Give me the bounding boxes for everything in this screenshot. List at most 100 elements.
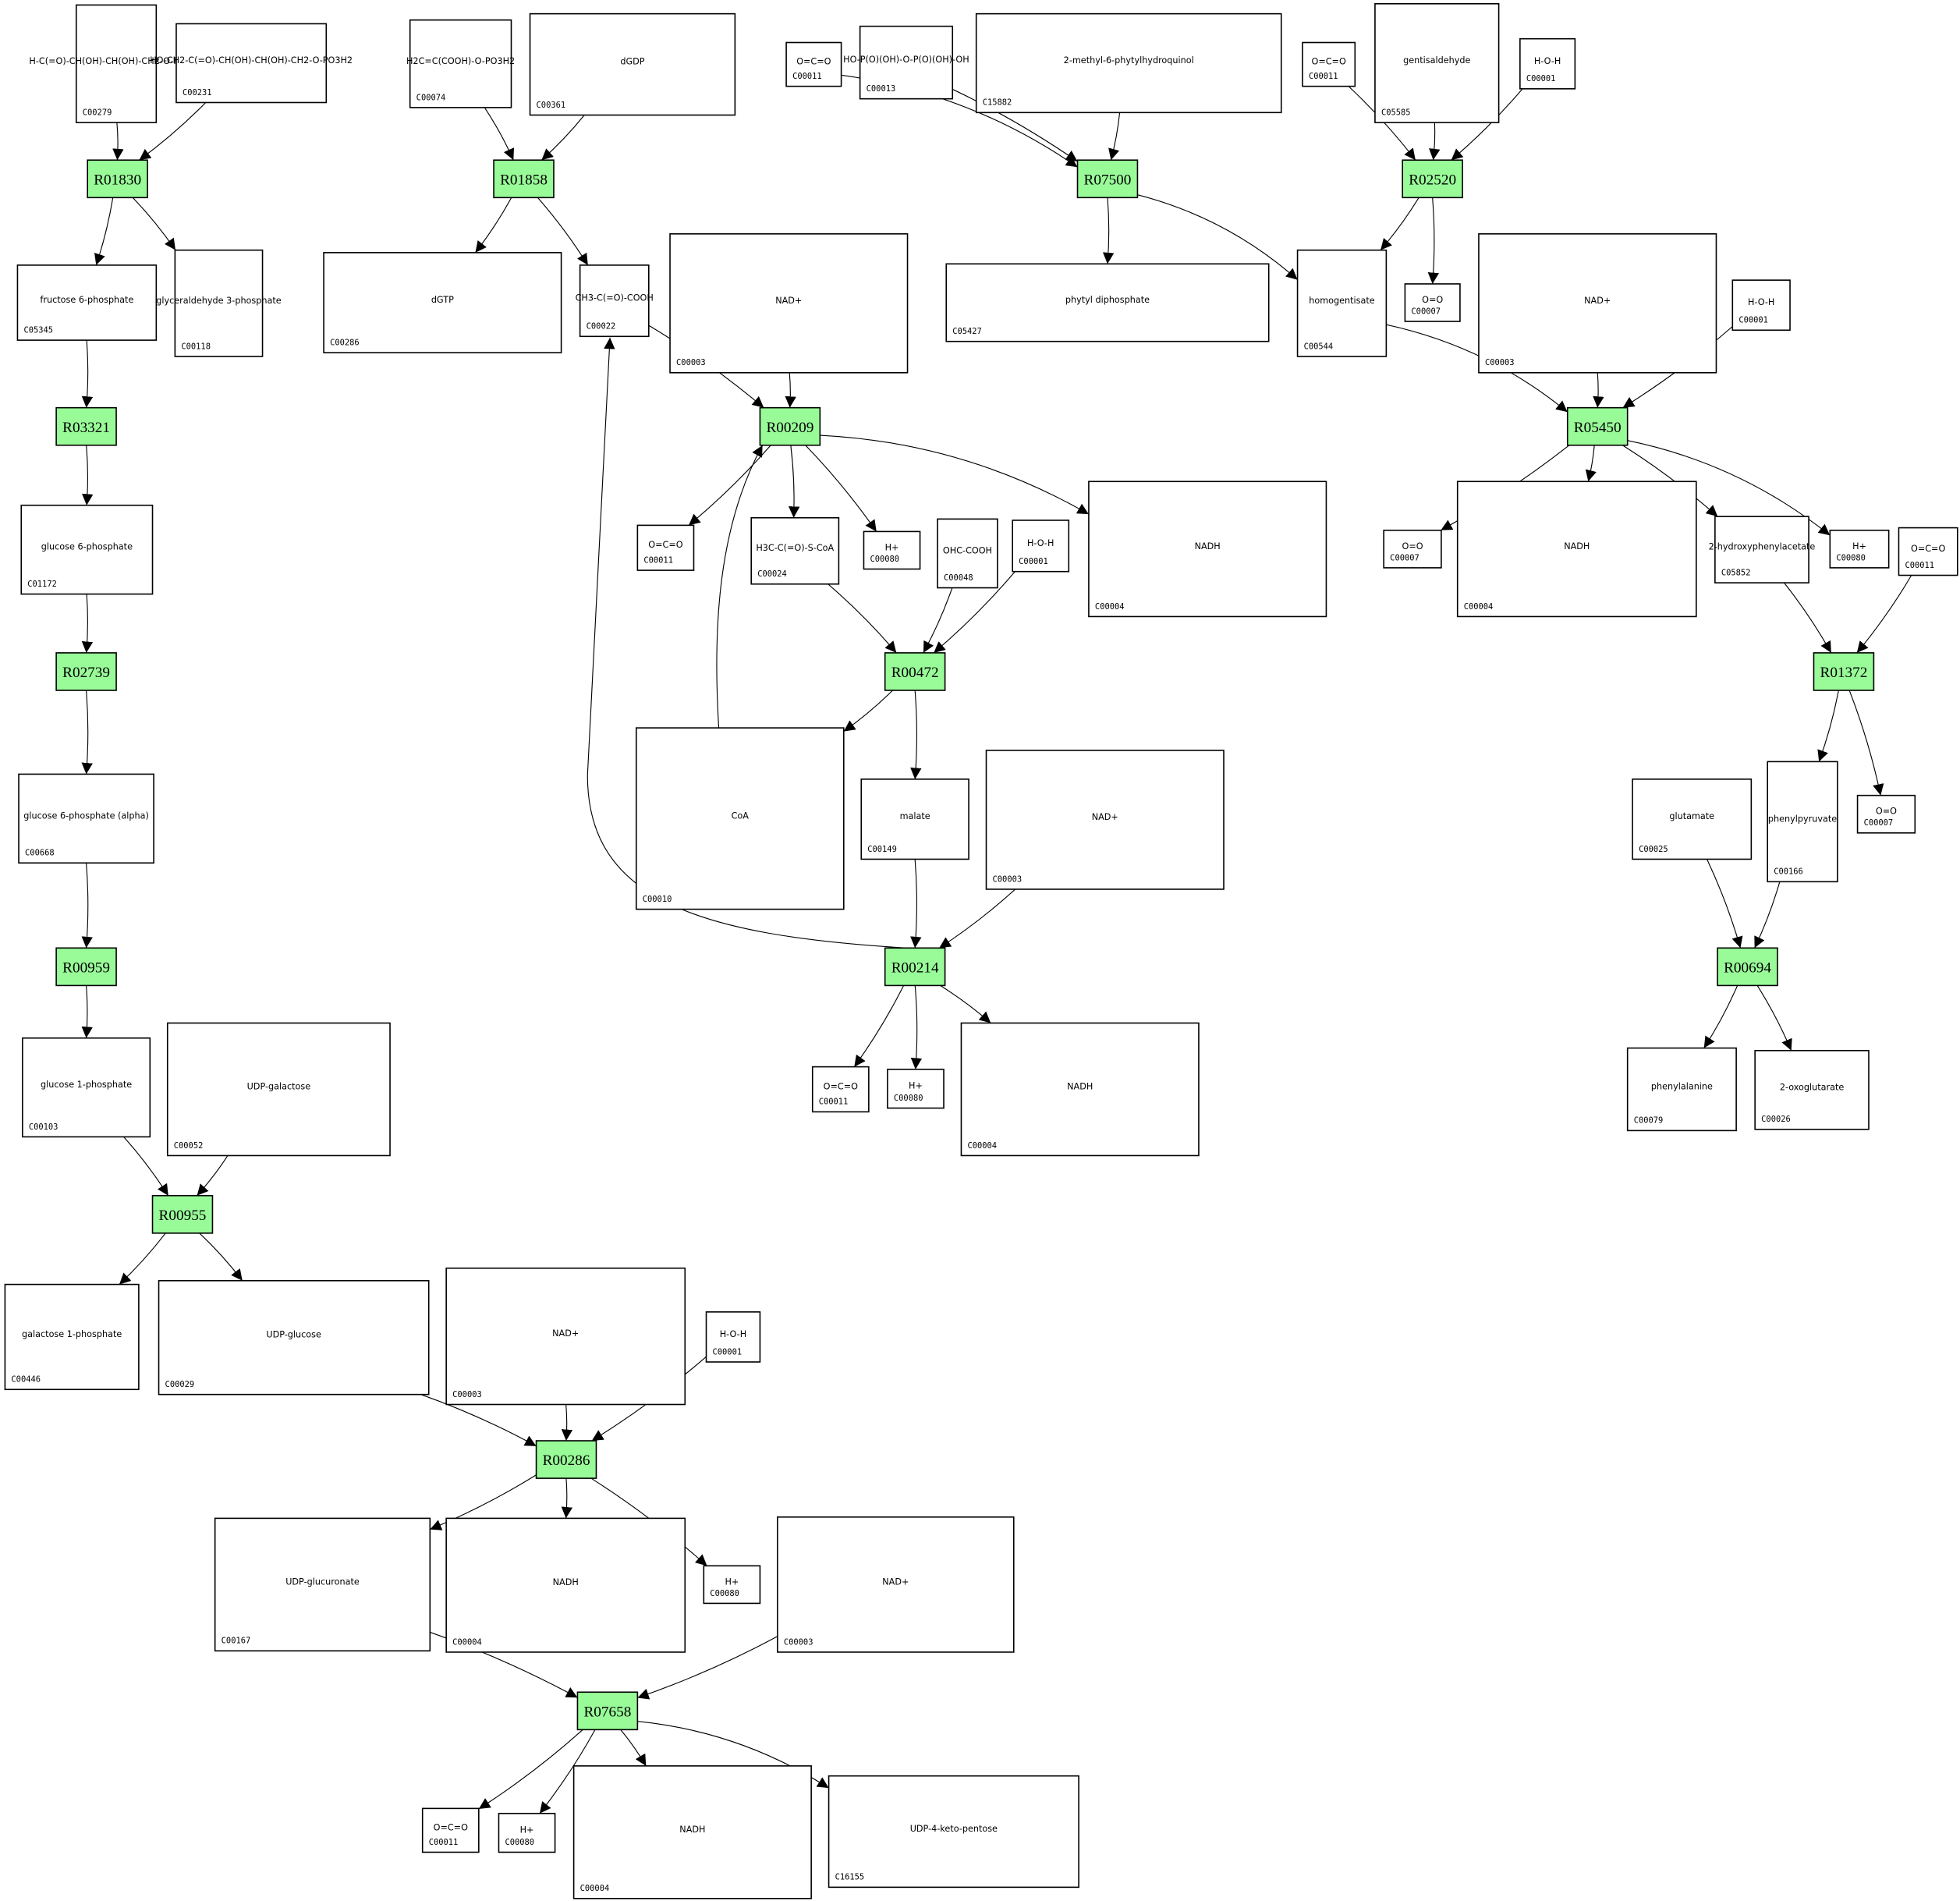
reaction-R00694[interactable]: R00694 [1717, 947, 1778, 987]
compound-C00003[interactable]: NAD+C00003 [1478, 233, 1717, 374]
compound-box [1456, 481, 1697, 618]
reaction-R01372[interactable]: R01372 [1813, 652, 1875, 691]
compound-structure: homogentisate [1309, 296, 1375, 306]
reaction-R00472[interactable]: R00472 [884, 652, 946, 691]
edge-R01858-to-n13 [474, 197, 512, 254]
compound-id-label: C00446 [11, 1375, 41, 1385]
compound-C00080[interactable]: H+C00080 [863, 530, 921, 570]
compound-C00003[interactable]: NAD+C00003 [445, 1267, 686, 1406]
compound-C00080[interactable]: H+C00080 [703, 1565, 761, 1605]
reaction-R07500[interactable]: R07500 [1076, 159, 1139, 199]
compound-C00080[interactable]: H+C00080 [498, 1812, 556, 1853]
compound-C00003[interactable]: NAD+C00003 [669, 233, 909, 374]
compound-C00668[interactable]: glucose 6-phosphate (alpha)C00668 [18, 773, 154, 864]
reaction-id-label: R01830 [94, 172, 141, 188]
reaction-R01830[interactable]: R01830 [87, 159, 148, 199]
compound-C00231[interactable]: HO-CH2-C(=O)-CH(OH)-CH(OH)-CH2-O-PO3H2C0… [150, 23, 353, 104]
compound-structure: fructose 6-phosphate [40, 295, 133, 305]
reaction-id-label: R05450 [1574, 420, 1622, 436]
reaction-id-label: R03321 [62, 420, 110, 436]
compound-id-label: C00011 [1905, 561, 1934, 570]
reaction-R00286[interactable]: R00286 [535, 1440, 597, 1479]
reaction-R05450[interactable]: R05450 [1566, 406, 1629, 446]
reaction-box [1402, 159, 1463, 199]
reaction-R03321[interactable]: R03321 [55, 406, 117, 446]
compound-C00003[interactable]: NAD+C00003 [777, 1516, 1015, 1653]
reaction-id-label: R00959 [62, 959, 110, 976]
compound-id-label: C00001 [1019, 557, 1048, 566]
reaction-box [576, 1691, 639, 1731]
reaction-R00955[interactable]: R00955 [151, 1194, 214, 1234]
compound-C00080[interactable]: H+C00080 [1829, 529, 1890, 569]
compound-C00080[interactable]: H+C00080 [887, 1069, 945, 1109]
compound-box [175, 23, 328, 104]
reaction-R00959[interactable]: R00959 [55, 947, 117, 987]
compound-C00003[interactable]: NAD+C00003 [985, 750, 1225, 890]
edge-n10-to-R02520 [1451, 88, 1523, 161]
reaction-R02739[interactable]: R02739 [55, 652, 117, 691]
reaction-R02520[interactable]: R02520 [1402, 159, 1463, 199]
edge-n35-to-R00214 [910, 859, 922, 949]
edge-n46-to-R00955 [197, 1155, 229, 1197]
compound-box [1829, 529, 1890, 569]
reaction-R00209[interactable]: R00209 [759, 406, 821, 446]
compound-box [636, 524, 695, 571]
reaction-R07658[interactable]: R07658 [576, 1691, 639, 1731]
compound-box [863, 530, 921, 570]
compound-box [1898, 527, 1958, 576]
compound-box [703, 1565, 761, 1605]
compound-structure: HO-CH2-C(=O)-CH(OH)-CH(OH)-CH2-O-PO3H2 [150, 55, 353, 66]
edge-n19-to-R05450 [1593, 372, 1604, 408]
edge-R00694-to-n43 [1703, 985, 1738, 1048]
reaction-R00214[interactable]: R00214 [884, 947, 946, 987]
reaction-R01858[interactable]: R01858 [493, 159, 555, 199]
compound-id-label: C00003 [993, 874, 1023, 884]
